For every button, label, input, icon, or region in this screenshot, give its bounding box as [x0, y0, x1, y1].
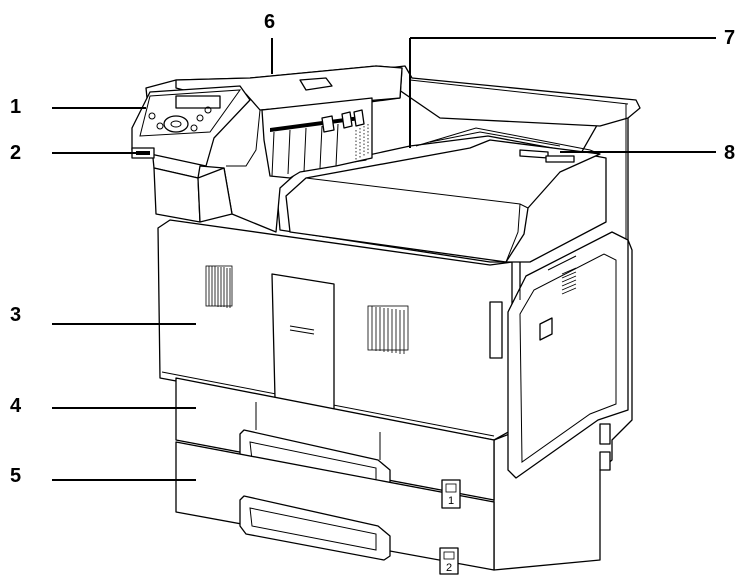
callout-2: 2 [10, 142, 140, 164]
callout-4: 4 [10, 395, 196, 417]
callout-8-label: 8 [724, 142, 735, 164]
callout-5: 5 [10, 465, 196, 487]
panel-display [175, 95, 221, 109]
callout-5-label: 5 [10, 465, 21, 487]
printer-illustration: 1 2 [131, 65, 641, 575]
tray-badge-1-label: 1 [448, 495, 454, 507]
tray-badge-2: 2 [439, 547, 459, 575]
vent-left [205, 265, 233, 308]
callout-3-label: 3 [10, 304, 21, 326]
top-rear-cover [369, 65, 641, 127]
cassette-2-handle [239, 495, 391, 561]
callout-1-label: 1 [10, 96, 21, 118]
right-side-door [507, 231, 629, 479]
output-tray [285, 139, 601, 263]
tray-badge-2-label: 2 [446, 562, 452, 574]
tray-badge-1: 1 [441, 479, 461, 509]
cassette-2 [175, 441, 495, 571]
vent-right [367, 305, 409, 354]
finisher-perforation [355, 124, 369, 160]
callout-8: 8 [560, 142, 735, 164]
front-cover-handle [271, 273, 335, 413]
callout-1: 1 [10, 96, 146, 118]
callout-7: 7 [409, 27, 735, 148]
callout-2-label: 2 [10, 142, 21, 164]
callout-7-label: 7 [724, 27, 735, 49]
callout-6: 6 [264, 11, 275, 74]
callout-3: 3 [10, 304, 196, 326]
callout-4-label: 4 [10, 395, 22, 417]
side-door-vent [561, 267, 577, 295]
callout-6-label: 6 [264, 11, 275, 33]
panel-cursor-key [163, 115, 189, 133]
